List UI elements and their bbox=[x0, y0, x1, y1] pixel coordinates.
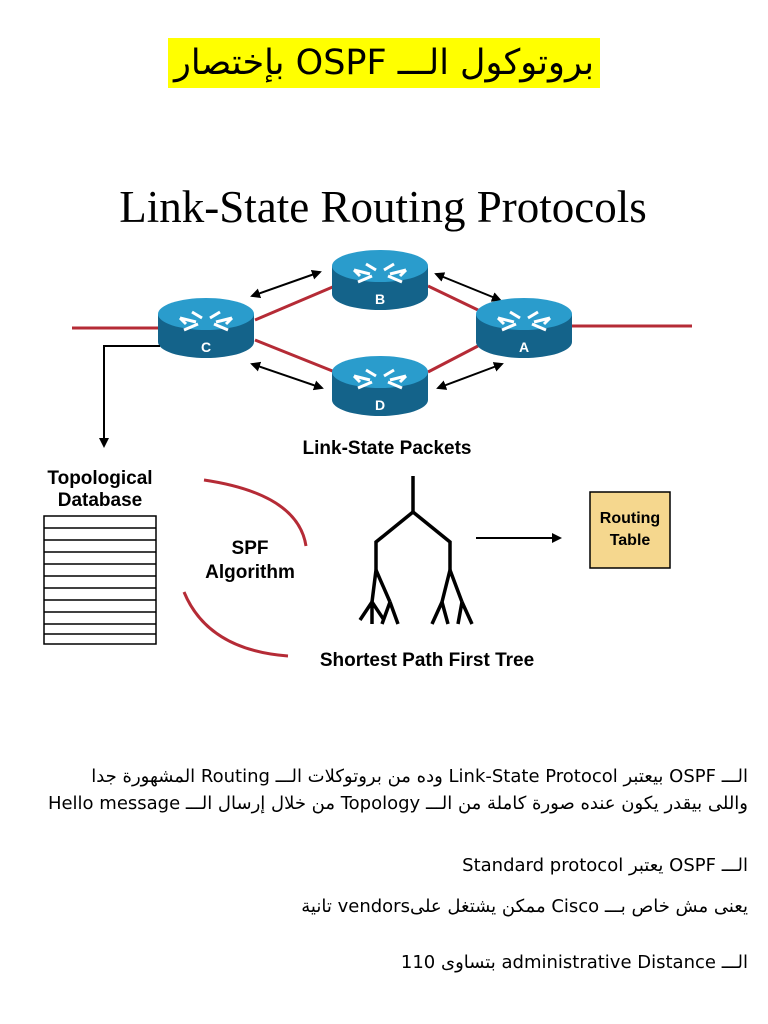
spf-label-line2: Algorithm bbox=[205, 562, 295, 583]
paragraph-line: واللى بيقدر يكون عنده صورة كاملة من الــ… bbox=[47, 793, 748, 814]
shortest-path-tree bbox=[358, 476, 474, 625]
router-c: C bbox=[158, 298, 254, 358]
router-label-d: D bbox=[375, 397, 385, 413]
spf-arcs bbox=[182, 478, 308, 658]
paragraph-admin-distance: الـــ administrative Distance بتساوى 110 bbox=[400, 952, 748, 973]
router-b: B bbox=[332, 250, 428, 310]
title-container: بروتوكول الـــ OSPF بإختصار bbox=[0, 38, 768, 88]
paragraph-line: الـــ OSPF بيعتبر Link-State Protocol ود… bbox=[91, 766, 748, 787]
database-label-line2: Database bbox=[58, 490, 143, 511]
database-arrow bbox=[99, 345, 160, 448]
router-label-b: B bbox=[375, 291, 385, 307]
topological-database-table bbox=[43, 515, 157, 645]
routing-table-label-line2: Table bbox=[610, 532, 651, 549]
tree-label: Shortest Path First Tree bbox=[320, 650, 534, 671]
diagram-heading: Link-State Routing Protocols bbox=[119, 182, 646, 232]
link-state-diagram: Link-State Routing Protocols B C A bbox=[43, 182, 692, 671]
spf-label-line1: SPF bbox=[232, 538, 269, 559]
paragraph-vendors: يعنى مش خاص بـــ Cisco ممكن يشتغل علىven… bbox=[301, 896, 748, 917]
router-a: A bbox=[476, 298, 572, 358]
router-label-a: A bbox=[519, 339, 529, 355]
router-label-c: C bbox=[201, 339, 211, 355]
routing-table-box: Routing Table bbox=[589, 491, 671, 569]
routing-table-label-line1: Routing bbox=[600, 510, 660, 527]
packets-label: Link-State Packets bbox=[303, 438, 472, 459]
paragraph-standard: الـــ OSPF يعتبر Standard protocol bbox=[462, 855, 748, 876]
page-title: بروتوكول الـــ OSPF بإختصار bbox=[167, 38, 601, 88]
lsp-exchange-arrows bbox=[250, 269, 504, 391]
router-d: D bbox=[332, 356, 428, 416]
database-label-line1: Topological bbox=[47, 468, 152, 489]
paragraph-ospf-intro: الـــ OSPF بيعتبر Link-State Protocol ود… bbox=[20, 763, 748, 817]
